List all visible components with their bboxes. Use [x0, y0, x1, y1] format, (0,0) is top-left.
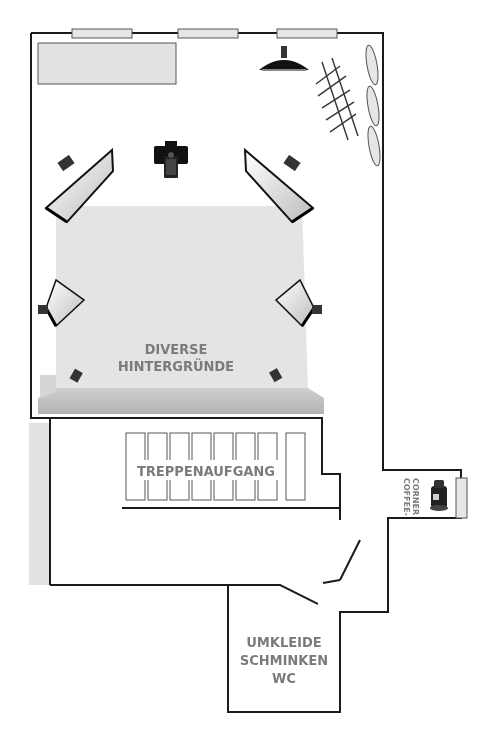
reflector: [367, 125, 381, 167]
backdrop-area: [38, 206, 324, 414]
softbox-light-icon: [38, 278, 86, 328]
window: [276, 28, 338, 39]
camera-icon: [154, 141, 188, 178]
stairs-label: TREPPENAUFGANG: [137, 465, 275, 480]
window: [71, 28, 133, 39]
changing-label-line2: SCHMINKEN: [240, 654, 328, 669]
coffee-label-line2: CORNER: [411, 478, 420, 515]
floor-light: [69, 368, 83, 383]
backdrop-label-line1: DIVERSE: [145, 343, 208, 358]
cabinet: [37, 42, 177, 85]
corridor-column: [29, 423, 49, 585]
door-swing-2: [322, 579, 341, 584]
softbox-light-icon: [243, 147, 315, 224]
studio-walls: [30, 33, 341, 520]
door-swing: [339, 539, 361, 581]
softbox-light-icon: [274, 278, 322, 328]
changing-label-line1: UMKLEIDE: [246, 636, 321, 651]
softbox-light-icon: [44, 147, 115, 224]
outer-wall: [31, 32, 462, 713]
window: [177, 28, 239, 39]
walls: [30, 32, 462, 713]
stairs-label-backdrop: [132, 460, 280, 480]
coffee-label-line1: COFFEE-: [402, 478, 411, 516]
changing-label-line3: WC: [272, 672, 296, 687]
reflectors: [365, 44, 381, 167]
reflector: [366, 85, 380, 127]
changing-room-wall: [228, 584, 319, 605]
backdrop-label-line2: HINTERGRÜNDE: [118, 359, 234, 375]
coffee-counter: [455, 477, 468, 519]
windows: [71, 28, 338, 39]
coffee-machine-icon: [430, 480, 448, 511]
reflector: [365, 44, 379, 86]
coffee-label: COFFEE- CORNER: [402, 478, 420, 516]
floor-light: [269, 368, 283, 383]
reflector-rack: [315, 57, 359, 141]
ceiling-lamp-icon: [259, 46, 309, 71]
